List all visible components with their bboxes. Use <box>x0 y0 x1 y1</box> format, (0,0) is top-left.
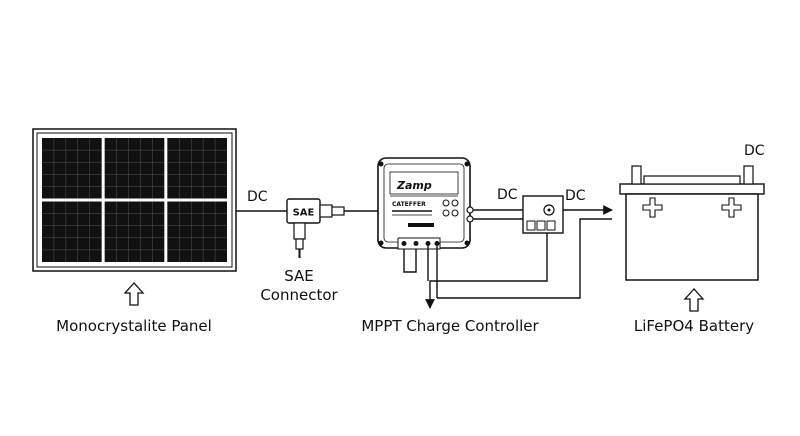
wires <box>236 205 613 309</box>
panel-cell-grid <box>42 138 227 262</box>
dc-label-fuse: DC <box>565 188 586 204</box>
panel-module <box>104 138 165 199</box>
sae-plug-text: SAE <box>293 208 315 219</box>
battery-positive-icon <box>642 197 663 218</box>
sae-label-line2: Connector <box>260 286 338 304</box>
dc-label-battery: DC <box>744 143 765 159</box>
panel-module <box>167 138 227 199</box>
panel-module <box>167 201 227 262</box>
battery-up-arrow-icon <box>683 288 705 312</box>
sae-label-line1: SAE <box>284 267 314 285</box>
battery-terminal-icon <box>721 197 742 218</box>
dc-label-controller: DC <box>497 187 518 203</box>
panel-module <box>42 138 102 199</box>
controller-brand-text: Zamp <box>396 179 432 192</box>
controller-model-text: CATEFFER <box>392 201 426 208</box>
panel-label: Monocrystalite Panel <box>56 317 212 335</box>
controller-label: MPPT Charge Controller <box>361 317 539 335</box>
sae-connector: SAE <box>286 198 345 258</box>
battery <box>619 165 765 281</box>
panel-module <box>42 201 102 262</box>
battery-label: LiFePO4 Battery <box>634 317 754 335</box>
charge-controller: Zamp CATEFFER <box>377 157 474 298</box>
dc-label-panel: DC <box>247 189 268 205</box>
solar-panel <box>32 128 237 272</box>
panel-module <box>104 201 165 262</box>
panel-up-arrow-icon <box>123 282 145 306</box>
fuse-block <box>522 195 564 234</box>
